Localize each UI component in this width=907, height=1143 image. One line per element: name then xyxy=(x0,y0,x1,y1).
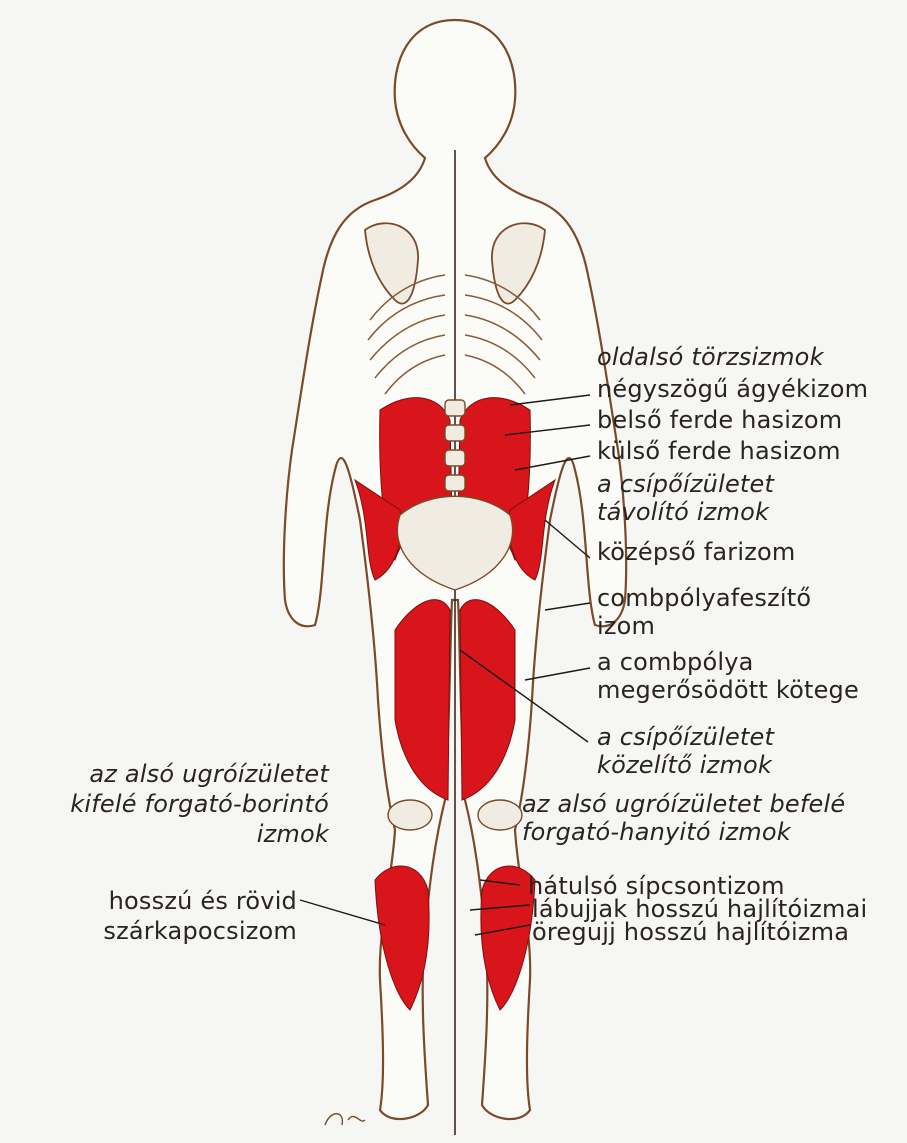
label-ankle-evertors-3: izmok xyxy=(257,820,329,848)
label-ankle-invertors-1: az alsó ugróízületet befelé xyxy=(522,790,845,818)
label-iliotibial-1: a combpólya xyxy=(597,648,754,676)
label-flexor-hallucis: öregujj hosszú hajlítóizma xyxy=(532,918,849,946)
label-gluteus-medius: középső farizom xyxy=(597,538,796,566)
label-lateral-trunk-muscles: oldalsó törzsizmok xyxy=(597,343,824,371)
label-iliotibial-2: megerősödött kötege xyxy=(597,676,859,704)
label-external-oblique: külső ferde hasizom xyxy=(597,437,841,465)
label-hip-abductors-2: távolító izmok xyxy=(597,498,769,526)
label-ankle-evertors-1: az alsó ugróízületet xyxy=(89,760,329,788)
label-peroneus-1: hosszú és rövid xyxy=(109,887,297,915)
label-tensor-fasciae-1: combpólyafeszítő xyxy=(597,584,811,612)
label-ankle-evertors-2: kifelé forgató-borintó xyxy=(70,790,329,818)
label-quadratus-lumborum: négyszögű ágyékizom xyxy=(597,375,868,403)
label-hip-adductors-1: a csípőízületet xyxy=(597,723,774,751)
label-tensor-fasciae-2: izom xyxy=(597,612,655,640)
label-internal-oblique: belső ferde hasizom xyxy=(597,406,842,434)
label-peroneus-2: szárkapocsizom xyxy=(103,917,297,945)
label-hip-adductors-2: közelítő izmok xyxy=(597,751,772,779)
label-hip-abductors-1: a csípőízületet xyxy=(597,470,774,498)
label-ankle-invertors-2: forgató-hanyitó izmok xyxy=(522,818,791,846)
